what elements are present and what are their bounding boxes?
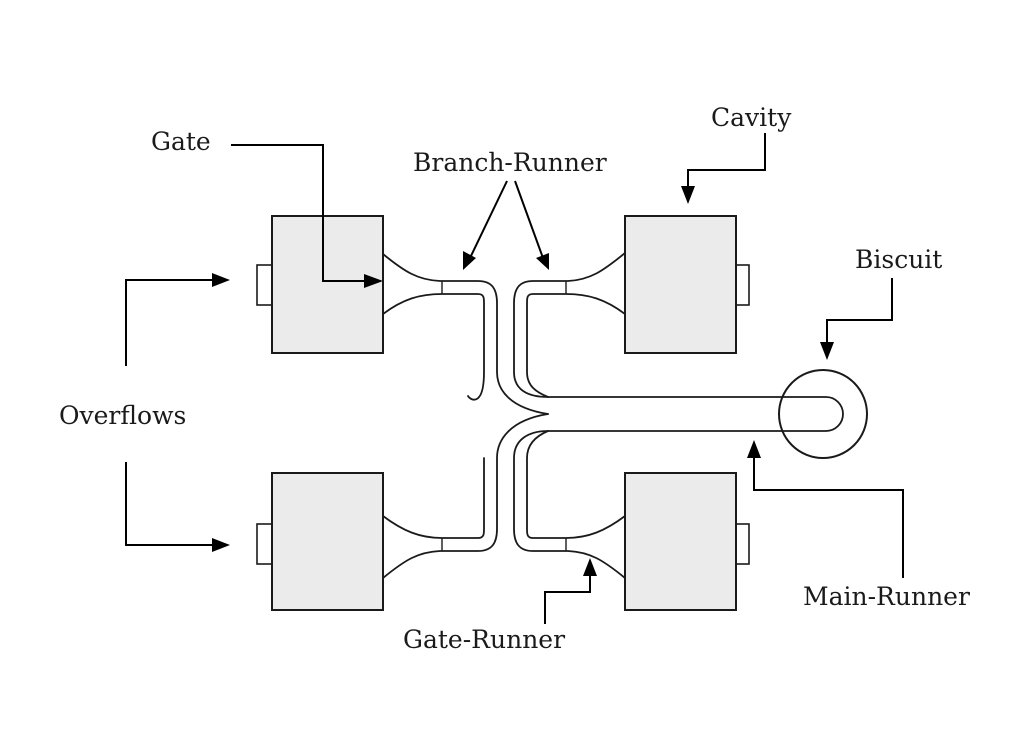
biscuit [778,369,868,459]
cavity-lower-right [624,472,737,611]
branch-runner-leader-left [469,180,508,259]
branch-runner-arrowhead-left [463,251,476,270]
branch-runner-leader-right [514,180,544,259]
gate-runner-label: Gate-Runner [403,625,565,654]
gate-runner-leader [544,576,591,624]
branch-runner-upper-right-inner [526,293,626,398]
overflows-label: Overflows [59,401,186,430]
branch-runner-label: Branch-Runner [413,148,607,177]
branch-runner-upper-left-outer [382,253,549,415]
overflow-upper-left [256,264,274,306]
branch-runner-lower-right-inner [526,430,626,539]
cavity-leader [687,133,766,188]
branch-runner-arrowhead-right [536,253,549,270]
branch-runner-upper-left-inner [382,293,485,401]
gate-leader [231,144,366,282]
biscuit-leader [826,278,893,344]
branch-runner-lower-right-outer [513,430,626,579]
overflow-lower-left [256,523,274,565]
cavity-label: Cavity [711,103,792,132]
branch-runner-lower-left-inner [382,457,485,539]
overflows-arrowhead-lower [212,538,230,552]
overflow-upper-right [734,264,750,306]
biscuit-arrowhead [820,342,834,360]
biscuit-label: Biscuit [855,245,942,274]
cavity-lower-left [271,472,384,611]
main-runner-arrowhead [747,440,761,458]
branch-runner-upper-right-outer [513,252,626,398]
gate-label: Gate [151,127,211,156]
cavity-arrowhead [681,186,695,204]
main-runner-leader [753,458,904,578]
main-runner-label: Main-Runner [803,582,970,611]
overflow-lower-right [734,523,750,565]
gate-arrowhead [364,274,383,288]
runner-system [382,252,844,579]
overflows-leader-lower [125,462,212,546]
overflows-arrowhead-upper [212,273,230,287]
gate-runner-arrowhead [583,558,597,576]
cavity-upper-right [624,215,737,354]
main-runner [547,396,844,432]
branch-runner-lower-left-outer [382,413,549,579]
leader-lines [125,133,904,624]
overflows-leader-upper [125,279,212,366]
